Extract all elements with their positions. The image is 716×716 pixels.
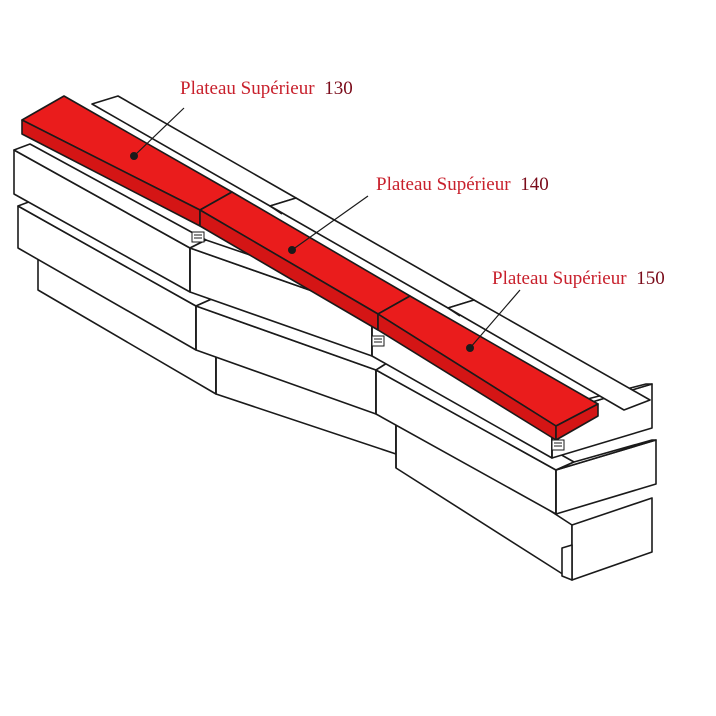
back-block-edges <box>91 95 651 411</box>
top-plates <box>21 95 599 441</box>
label-130-name: Plateau Supérieur <box>180 78 315 99</box>
leader-line-150 <box>469 289 521 349</box>
leader-line-130 <box>133 107 185 157</box>
label-plate-130: Plateau Supérieur 130 <box>180 78 353 99</box>
leader-dot-150 <box>466 344 475 353</box>
leader-dot-140 <box>288 246 297 255</box>
grip-markers <box>191 231 565 451</box>
middle-course <box>17 199 657 515</box>
leader-dot-130 <box>130 152 139 161</box>
plate-140 <box>199 191 411 331</box>
label-150-name: Plateau Supérieur <box>492 268 627 289</box>
leader-lines <box>130 107 521 353</box>
plate-150 <box>377 295 599 441</box>
label-140-name: Plateau Supérieur <box>376 174 511 195</box>
label-plate-150: Plateau Supérieur 150 <box>492 268 665 289</box>
leader-line-140 <box>291 195 369 251</box>
label-150-number: 150 <box>636 268 665 289</box>
label-140-number: 140 <box>520 174 549 195</box>
label-plate-140: Plateau Supérieur 140 <box>376 174 549 195</box>
label-130-number: 130 <box>324 78 353 99</box>
